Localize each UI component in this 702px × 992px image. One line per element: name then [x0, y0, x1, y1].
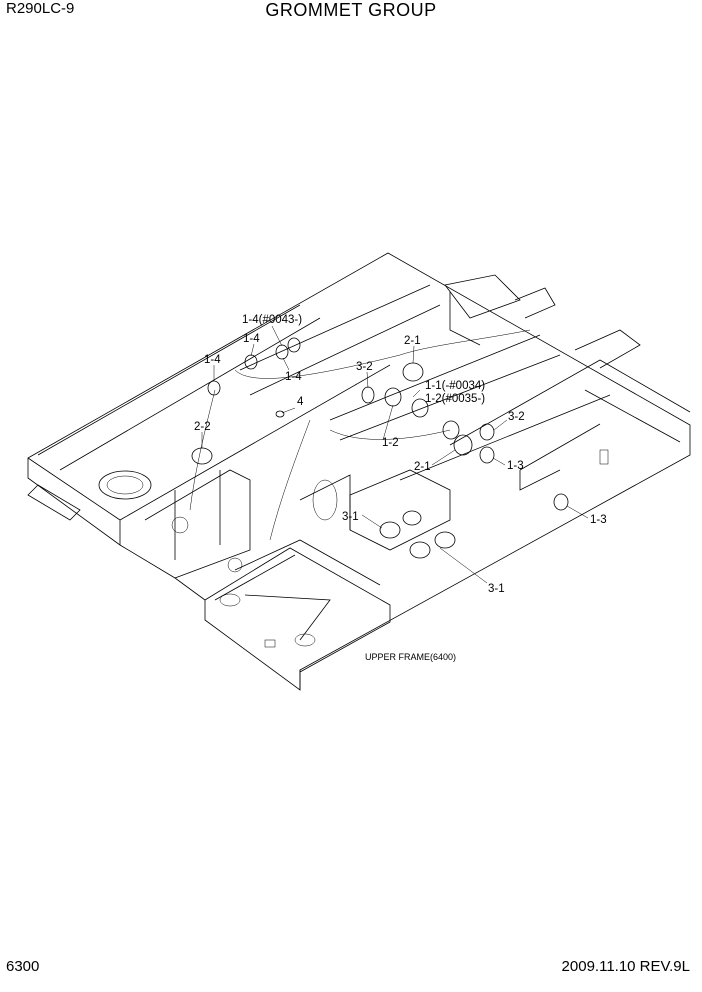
model-number: R290LC-9 — [6, 0, 75, 17]
callout-3-1-b: 3-1 — [488, 583, 505, 595]
callout-2-1-a: 2-1 — [404, 335, 421, 347]
leader-lines — [201, 325, 589, 584]
callout-3-2-a: 3-2 — [356, 361, 373, 373]
callout-3-2-b: 3-2 — [508, 411, 525, 423]
page-title: GROMMET GROUP — [265, 0, 437, 20]
page-number: 6300 — [6, 958, 40, 975]
callout-1-3-b: 1-3 — [590, 514, 607, 526]
callout-labels: 1-4(#0043-) 1-4 1-4 1-4 2-1 3-2 1-1(-#00… — [194, 314, 607, 662]
callout-2-2: 2-2 — [194, 421, 211, 433]
callout-1-2: 1-2 — [382, 437, 399, 449]
revision-date: 2009.11.10 REV.9L — [561, 958, 690, 975]
callout-1-4-a: 1-4 — [243, 333, 260, 345]
callout-4: 4 — [297, 396, 304, 408]
callout-2-1-b: 2-1 — [414, 461, 431, 473]
callout-1-2-0035: 1-2(#0035-) — [425, 393, 485, 405]
callout-1-4-b: 1-4 — [204, 354, 221, 366]
callout-3-1-a: 3-1 — [342, 511, 359, 523]
callout-1-4-0043: 1-4(#0043-) — [242, 314, 302, 326]
callout-1-4-c: 1-4 — [285, 371, 302, 383]
callout-1-1: 1-1(-#0034) — [425, 380, 485, 392]
frame-outline — [27, 252, 691, 691]
callout-1-3-a: 1-3 — [507, 460, 524, 472]
diagram-caption: UPPER FRAME(6400) — [365, 652, 456, 662]
